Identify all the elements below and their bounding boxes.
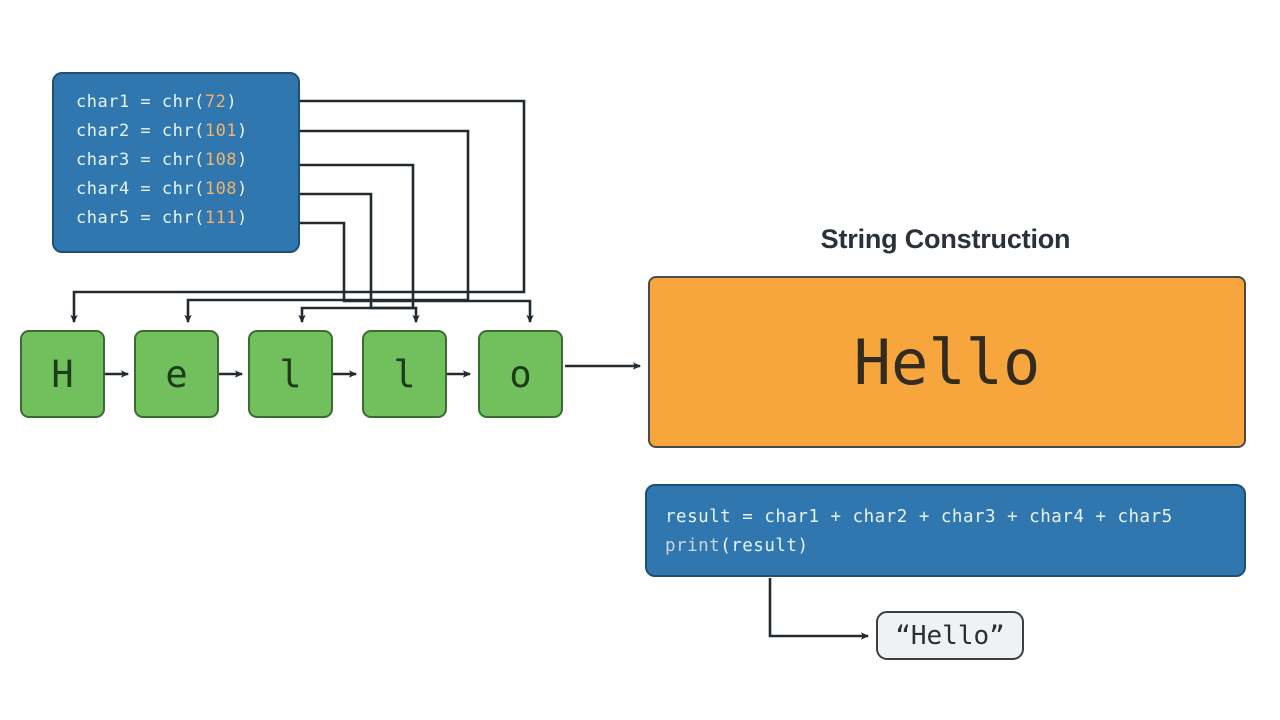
string-construction-title: String Construction <box>820 224 1071 254</box>
constructed-string-value: Hello <box>853 325 1041 399</box>
char-box-5: o <box>478 330 563 418</box>
output-value: “Hello” <box>895 620 1005 651</box>
char-label: l <box>279 352 302 396</box>
char-label: l <box>393 352 416 396</box>
char-code-value: 111 <box>204 208 238 228</box>
char-code-value: 101 <box>204 121 238 141</box>
result-code-block: result = char1 + char2 + char3 + char4 +… <box>645 484 1246 577</box>
char-label: e <box>165 352 188 396</box>
print-keyword: print <box>665 536 721 556</box>
code-line-char4: char4 = chr(108) <box>76 179 248 199</box>
chr-code-block: char1 = chr(72) char2 = chr(101) char3 =… <box>52 72 300 253</box>
char-code-value: 108 <box>204 150 238 170</box>
string-construction-box: Hello <box>648 276 1246 448</box>
code-line-result: result = char1 + char2 + char3 + char4 +… <box>665 507 1173 527</box>
char-label: H <box>51 352 74 396</box>
char-box-3: l <box>248 330 333 418</box>
char-label: o <box>509 352 532 396</box>
wire-char5-to-o <box>300 221 534 324</box>
code-line-char5: char5 = chr(111) <box>76 208 248 228</box>
char-box-4: l <box>362 330 447 418</box>
char-box-2: e <box>134 330 219 418</box>
char-code-value: 72 <box>204 92 227 112</box>
code-line-print: print(result) <box>665 536 809 556</box>
wire-char3-to-l1 <box>298 163 415 324</box>
code-line-char1: char1 = chr(72) <box>76 92 238 112</box>
wire-result-to-output <box>768 578 870 640</box>
code-line-char3: char3 = chr(108) <box>76 150 248 170</box>
code-line-char2: char2 = chr(101) <box>76 121 248 141</box>
char-code-value: 108 <box>204 179 238 199</box>
char-box-1: H <box>20 330 105 418</box>
output-pill: “Hello” <box>876 611 1024 660</box>
wire-char4-to-l2 <box>300 192 420 324</box>
